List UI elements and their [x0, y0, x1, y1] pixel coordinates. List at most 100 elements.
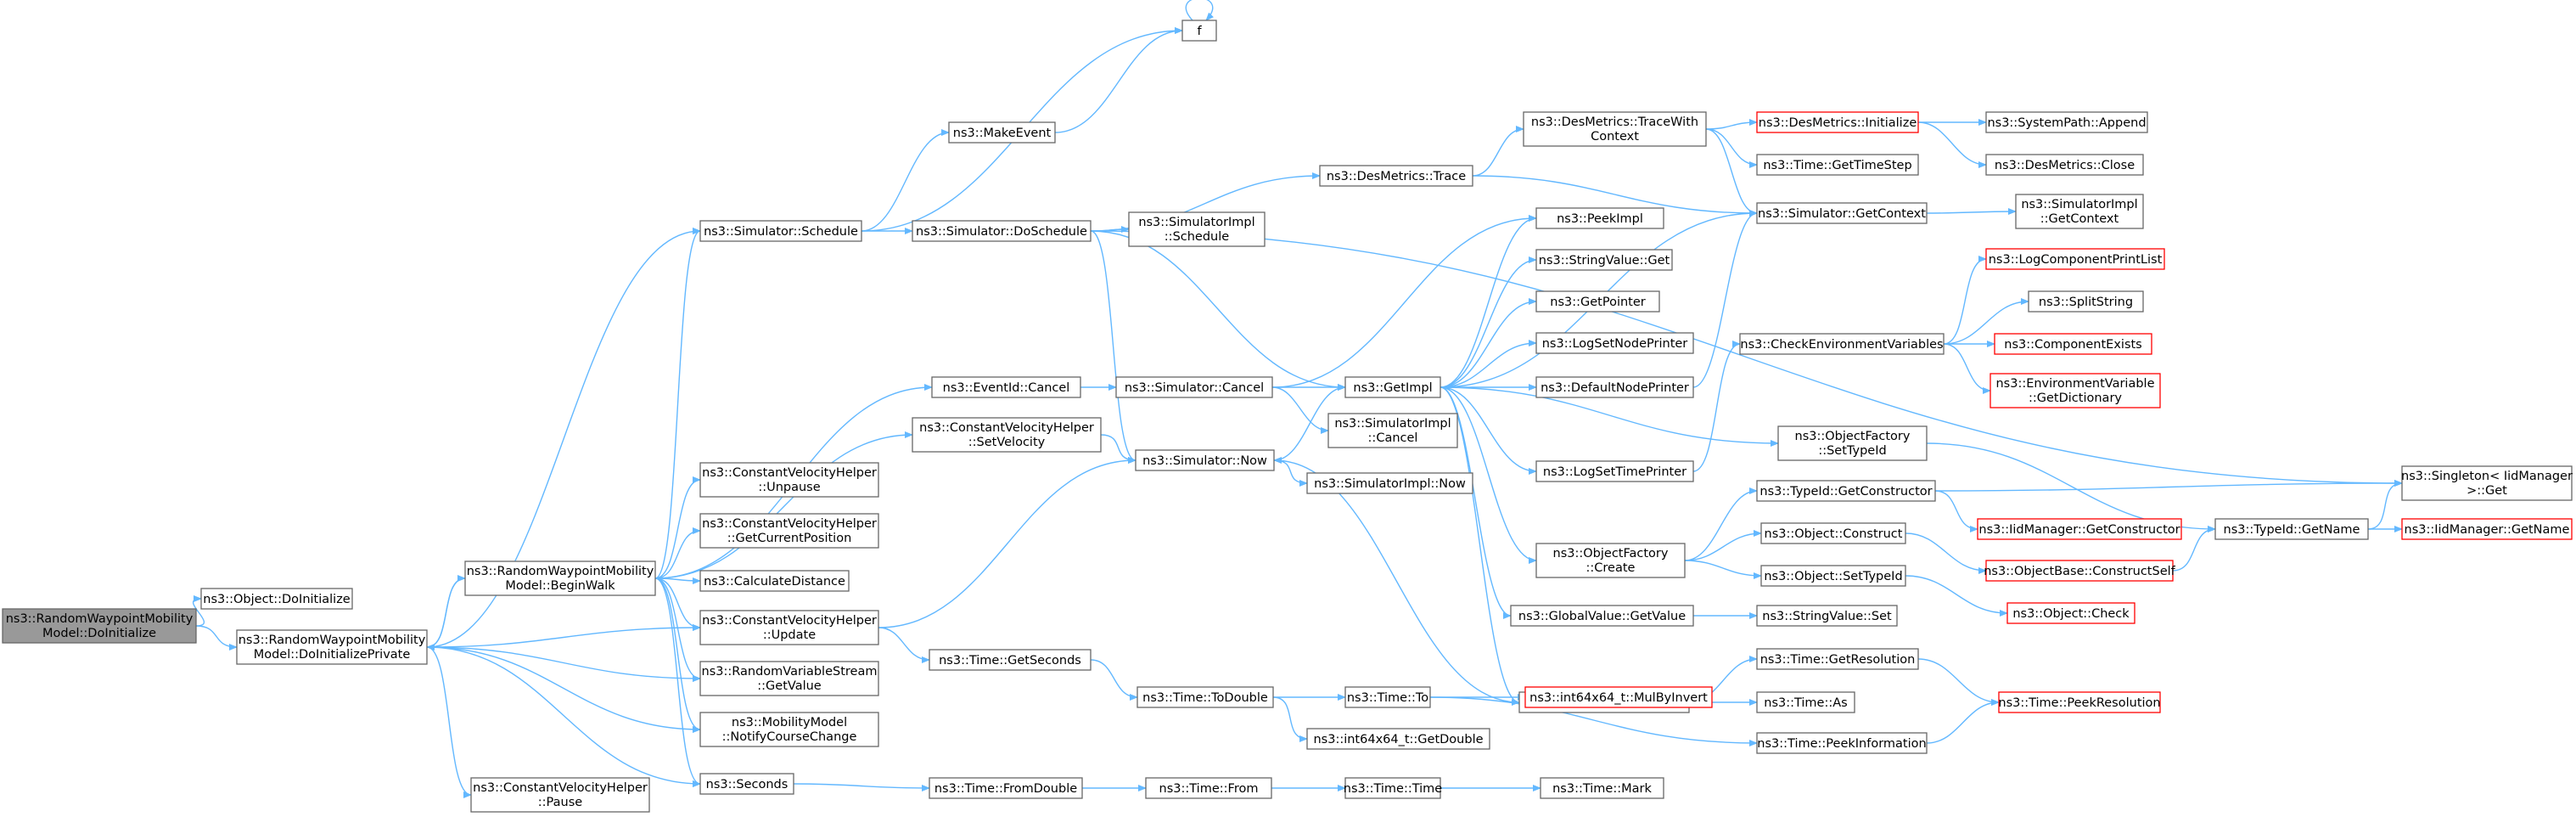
node-box[interactable] [1760, 565, 1906, 587]
node-time-time[interactable]: ns3::Time::Time [1344, 777, 1443, 799]
node-box[interactable] [1777, 425, 1928, 461]
node-box[interactable] [929, 777, 1083, 799]
node-box[interactable] [1985, 248, 2165, 270]
node-systempath-append[interactable]: ns3::SystemPath::Append [1985, 111, 2148, 133]
node-object-check[interactable]: ns3::Object::Check [2006, 602, 2135, 624]
node-box[interactable] [2028, 290, 2144, 313]
node-box[interactable] [1344, 376, 1441, 398]
node-iidmanager-getname[interactable]: ns3::IidManager::GetName [2401, 518, 2573, 540]
node-box[interactable] [2015, 194, 2144, 229]
node-stringvalue-get[interactable]: ns3::StringValue::Get [1535, 249, 1673, 271]
node-sim-getcontext[interactable]: ns3::Simulator::GetContext [1756, 202, 1928, 224]
node-int64-getdouble[interactable]: ns3::int64x64_t::GetDouble [1306, 728, 1490, 750]
node-box[interactable] [1756, 732, 1928, 754]
node-simimpl-getcontext[interactable]: ns3::SimulatorImpl::GetContext [2015, 194, 2144, 229]
node-box[interactable] [699, 661, 879, 696]
node-box[interactable] [2401, 465, 2573, 501]
node-box[interactable] [699, 610, 879, 645]
node-simimpl-cancel[interactable]: ns3::SimulatorImpl::Cancel [1327, 413, 1458, 448]
node-box[interactable] [699, 462, 879, 498]
node-object-construct[interactable]: ns3::Object::Construct [1760, 522, 1906, 544]
node-int64-mulbyinvert[interactable]: ns3::int64x64_t::MulByInvert [1524, 686, 1713, 708]
node-object-settypeid[interactable]: ns3::Object::SetTypeId [1760, 565, 1906, 587]
node-sim-now[interactable]: ns3::Simulator::Now [1135, 449, 1275, 471]
node-box[interactable] [2214, 518, 2369, 540]
node-beginwalk[interactable]: ns3::RandomWaypointMobilityModel::BeginW… [464, 560, 656, 596]
node-cvh-unpause[interactable]: ns3::ConstantVelocityHelper::Unpause [699, 462, 879, 498]
node-time-as[interactable]: ns3::Time::As [1756, 691, 1855, 713]
node-getpointer[interactable]: ns3::GetPointer [1535, 290, 1660, 313]
node-box[interactable] [931, 376, 1081, 398]
node-box[interactable] [1985, 560, 2174, 582]
node-box[interactable] [1535, 376, 1694, 398]
node-objfactory-create[interactable]: ns3::ObjectFactory::Create [1535, 543, 1686, 578]
node-f[interactable]: f [1181, 20, 1217, 42]
node-rvs-getvalue[interactable]: ns3::RandomVariableStream::GetValue [699, 661, 879, 696]
node-box[interactable] [912, 417, 1102, 453]
node-box[interactable] [2006, 602, 2135, 624]
node-box[interactable] [470, 777, 650, 813]
node-box[interactable] [1985, 154, 2144, 176]
node-desmetrics-trace[interactable]: ns3::DesMetrics::Trace [1319, 165, 1473, 187]
node-box[interactable] [1306, 728, 1490, 750]
node-sim-schedule[interactable]: ns3::Simulator::Schedule [699, 220, 862, 242]
node-time-todouble[interactable]: ns3::Time::ToDouble [1136, 686, 1274, 708]
node-box[interactable] [699, 773, 794, 795]
node-time-from[interactable]: ns3::Time::From [1145, 777, 1272, 799]
node-box[interactable] [200, 588, 353, 610]
node-box[interactable] [1344, 686, 1431, 708]
node-box[interactable] [1756, 111, 1919, 133]
node-box[interactable] [1510, 605, 1694, 627]
node-box[interactable] [2401, 518, 2573, 540]
node-eventid-cancel[interactable]: ns3::EventId::Cancel [931, 376, 1081, 398]
node-cvh-getpos[interactable]: ns3::ConstantVelocityHelper::GetCurrentP… [699, 513, 879, 549]
node-box[interactable] [1535, 332, 1694, 354]
node-time-fromdouble[interactable]: ns3::Time::FromDouble [929, 777, 1083, 799]
node-box[interactable] [1327, 413, 1458, 448]
node-iidmanager-getconstructor[interactable]: ns3::IidManager::GetConstructor [1977, 518, 2182, 540]
node-box[interactable] [1756, 605, 1898, 627]
node-checkenv[interactable]: ns3::CheckEnvironmentVariables [1739, 333, 1945, 355]
node-doinitpriv[interactable]: ns3::RandomWaypointMobilityModel::DoInit… [236, 629, 428, 665]
node-box[interactable] [1523, 111, 1707, 147]
node-box[interactable] [1756, 202, 1928, 224]
node-splitstring[interactable]: ns3::SplitString [2028, 290, 2144, 313]
node-box[interactable] [1540, 777, 1664, 799]
node-obj-doinit[interactable]: ns3::Object::DoInitialize [200, 588, 353, 610]
node-cvh-pause[interactable]: ns3::ConstantVelocityHelper::Pause [470, 777, 650, 813]
node-box[interactable] [236, 629, 428, 665]
node-objfactory-settypeid[interactable]: ns3::ObjectFactory::SetTypeId [1777, 425, 1928, 461]
node-time-peekinformation[interactable]: ns3::Time::PeekInformation [1756, 732, 1928, 754]
node-box[interactable] [1136, 686, 1274, 708]
node-box[interactable] [2, 608, 197, 644]
node-box[interactable] [464, 560, 656, 596]
node-sim-doschedule[interactable]: ns3::Simulator::DoSchedule [912, 220, 1092, 242]
node-box[interactable] [1994, 333, 2152, 355]
node-globalvalue-getvalue[interactable]: ns3::GlobalValue::GetValue [1510, 605, 1694, 627]
node-singleton-get[interactable]: ns3::Singleton< IidManager >::Get [2401, 465, 2573, 501]
node-defaultnodeprinter[interactable]: ns3::DefaultNodePrinter [1535, 376, 1694, 398]
node-seconds[interactable]: ns3::Seconds [699, 773, 794, 795]
node-box[interactable] [1535, 207, 1664, 229]
node-typeid-getname[interactable]: ns3::TypeId::GetName [2214, 518, 2369, 540]
node-envvar-getdictionary[interactable]: ns3::EnvironmentVariable::GetDictionary [1990, 373, 2161, 408]
node-box[interactable] [1756, 480, 1936, 502]
node-box[interactable] [1535, 543, 1686, 578]
node-box[interactable] [699, 513, 879, 549]
node-typeid-getconstructor[interactable]: ns3::TypeId::GetConstructor [1756, 480, 1936, 502]
node-box[interactable] [1535, 290, 1660, 313]
node-box[interactable] [699, 712, 879, 747]
node-box[interactable] [1181, 20, 1217, 42]
node-box[interactable] [1739, 333, 1945, 355]
node-box[interactable] [1985, 111, 2148, 133]
node-calcdist[interactable]: ns3::CalculateDistance [699, 570, 850, 592]
node-stringvalue-set[interactable]: ns3::StringValue::Set [1756, 605, 1898, 627]
node-box[interactable] [1760, 522, 1906, 544]
node-desmetrics-close[interactable]: ns3::DesMetrics::Close [1985, 154, 2144, 176]
node-box[interactable] [929, 649, 1092, 671]
node-getimpl[interactable]: ns3::GetImpl [1344, 376, 1441, 398]
node-cvh-setvel[interactable]: ns3::ConstantVelocityHelper::SetVelocity [912, 417, 1102, 453]
node-box[interactable] [1128, 211, 1266, 247]
node-box[interactable] [1756, 691, 1855, 713]
